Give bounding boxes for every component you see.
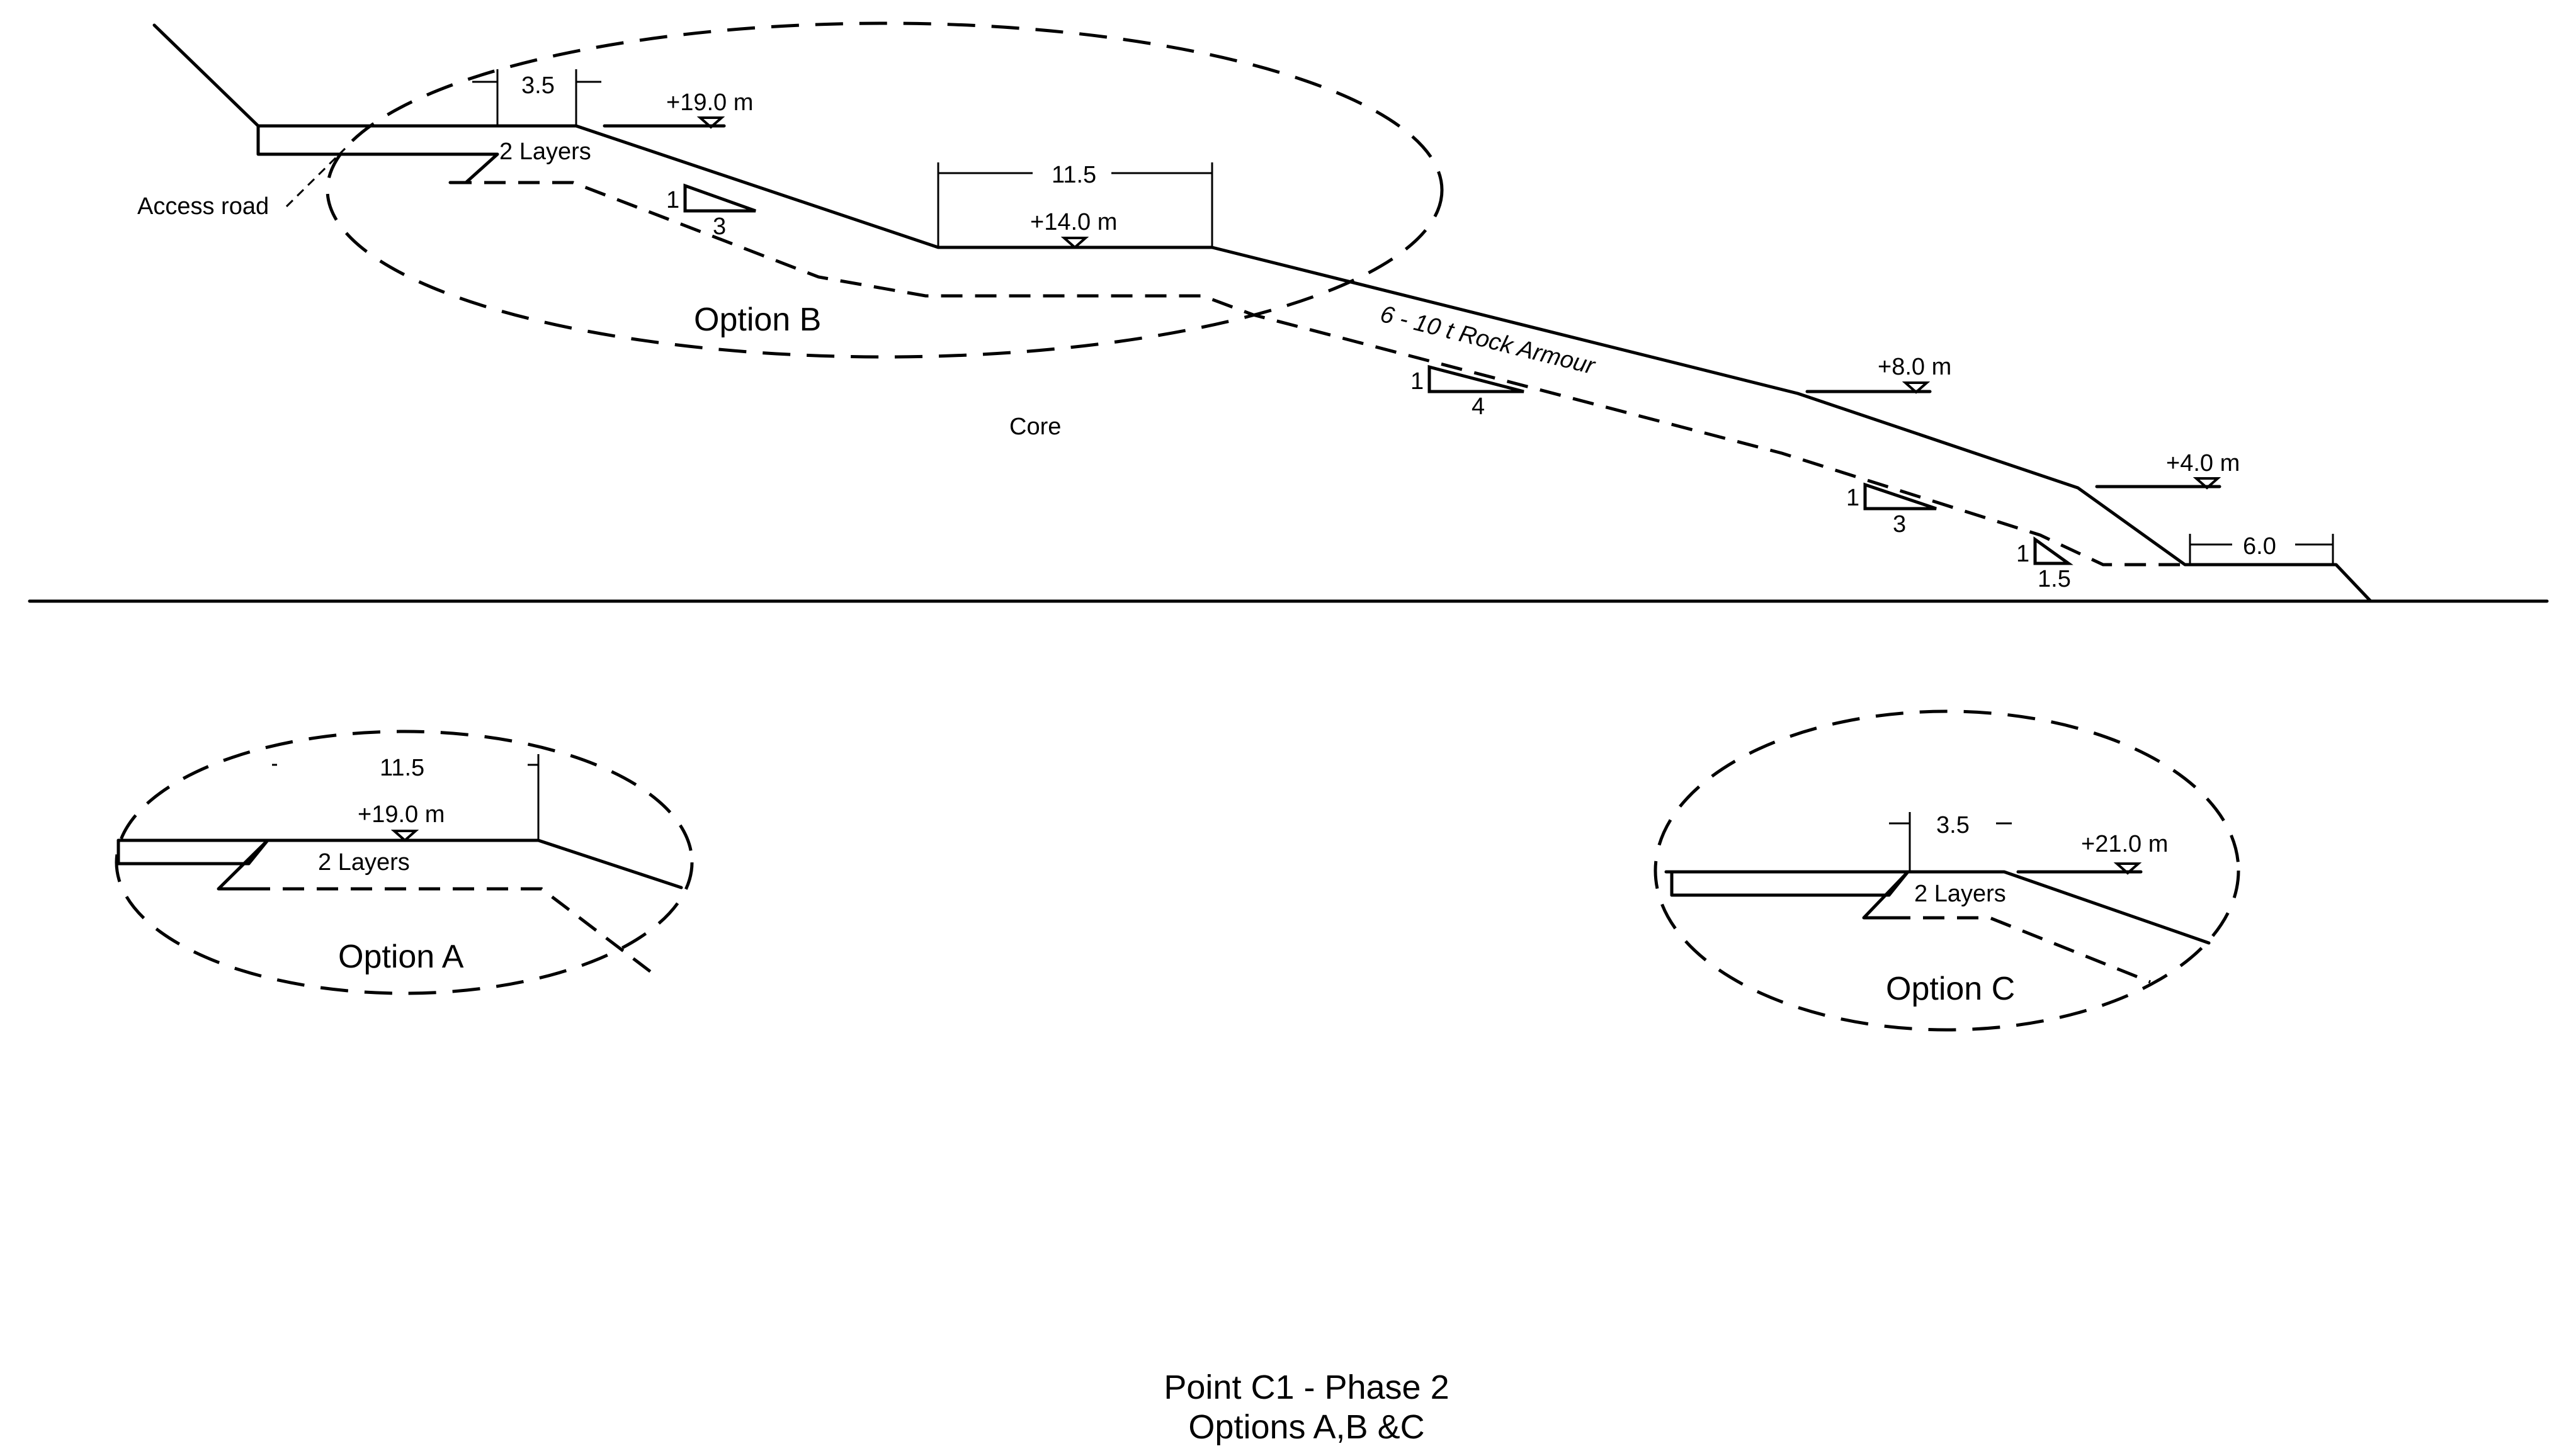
- level-crest-a: +19.0 m: [358, 801, 445, 828]
- level-berm: +14.0 m: [1030, 209, 1117, 235]
- layers-label-a: 2 Layers: [318, 849, 410, 876]
- option-c-label: Option C: [1886, 971, 2015, 1007]
- level-crest-c: +21.0 m: [2081, 831, 2168, 857]
- slope-rise-label: 1: [666, 187, 679, 213]
- level-mid-slope: +8.0 m: [1878, 354, 1951, 380]
- slope-rise-label: 1: [1846, 485, 1859, 511]
- armour-surface-line: [152, 23, 499, 184]
- armour-slope-line: [256, 124, 2373, 603]
- level-triangle-icon: [390, 830, 419, 842]
- dim-toe-width: 6.0: [2243, 533, 2276, 560]
- level-toe: +4.0 m: [2166, 450, 2240, 477]
- option-a-underlayer-line: [217, 838, 269, 891]
- dim-berm-width: 11.5: [1052, 162, 1096, 188]
- slope-triangle-icon: [1863, 482, 1937, 511]
- level-crest-b: +19.0 m: [666, 89, 753, 116]
- slope-triangle-icon: [2033, 536, 2073, 565]
- level-triangle-icon: [2192, 477, 2221, 490]
- drawing-title-line1: Point C1 - Phase 2: [1164, 1369, 1449, 1406]
- main-cross-section: [28, 21, 2549, 603]
- drawing-title-line2: Options A,B &C: [1188, 1408, 1424, 1446]
- option-c-ellipse: [1654, 709, 2240, 1032]
- option-b-label: Option B: [694, 302, 821, 338]
- option-c-detail: [1654, 709, 2240, 1032]
- option-c-core-line: [1889, 916, 2151, 984]
- option-c-armour-line: [1664, 870, 2211, 945]
- option-c-road-line: [1670, 870, 1910, 897]
- level-triangle-icon: [2113, 862, 2142, 875]
- option-c-underlayer-line: [1862, 870, 1910, 920]
- option-a-label: Option A: [338, 939, 464, 975]
- option-b-ellipse: [326, 21, 1444, 359]
- option-a-road-line: [116, 838, 269, 866]
- slope-triangle-icon: [683, 183, 756, 213]
- slope-run-label: 3: [1893, 511, 1906, 538]
- option-a-detail: [115, 730, 694, 995]
- slope-run-label: 3: [713, 213, 726, 240]
- dim-crest-width-c: 3.5: [1936, 812, 1970, 838]
- option-a-ellipse: [115, 730, 694, 995]
- level-triangle-icon: [1060, 237, 1089, 249]
- layers-label-main: 2 Layers: [499, 138, 591, 165]
- slope-run-label: 4: [1472, 393, 1485, 420]
- access-road-label: Access road: [137, 193, 269, 220]
- slope-rise-label: 1: [2016, 541, 2029, 567]
- slope-rise-label: 1: [1410, 368, 1424, 395]
- layers-label-c: 2 Layers: [1914, 881, 2006, 907]
- slope-triangle-icon: [1427, 364, 1524, 393]
- slope-run-label: 1.5: [2038, 566, 2071, 592]
- dim-crest-width-a: 11.5: [380, 755, 424, 781]
- option-a-core-line: [249, 887, 653, 974]
- core-label: Core: [1009, 414, 1061, 440]
- core-boundary-line: [450, 181, 2185, 567]
- level-triangle-icon: [696, 116, 725, 129]
- level-triangle-icon: [1902, 381, 1931, 394]
- dim-crest-width-b: 3.5: [521, 72, 555, 99]
- access-road-leader: [285, 147, 346, 208]
